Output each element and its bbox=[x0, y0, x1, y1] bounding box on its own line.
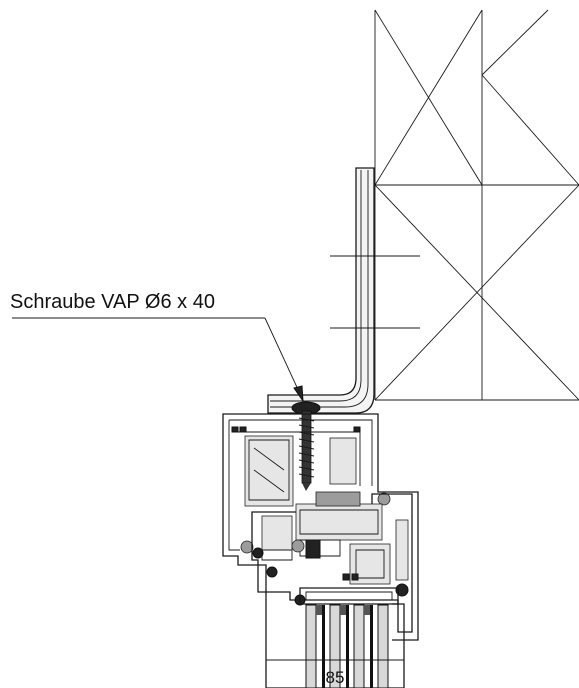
screw-label: Schraube VAP Ø6 x 40 bbox=[10, 291, 215, 313]
screw-annotation: Schraube VAP Ø6 x 40 bbox=[10, 291, 304, 403]
width-dimension: 85 bbox=[265, 650, 405, 687]
glazing-unit bbox=[299, 587, 405, 688]
steel-angle-profile bbox=[267, 167, 375, 414]
dimension-label: 85 bbox=[326, 668, 345, 687]
sash-profile bbox=[251, 491, 413, 633]
window-frame-profile bbox=[222, 413, 419, 688]
wall-section bbox=[374, 9, 579, 401]
leader-arrowhead bbox=[293, 385, 304, 403]
reference-lines bbox=[330, 255, 420, 329]
screw bbox=[291, 401, 321, 491]
